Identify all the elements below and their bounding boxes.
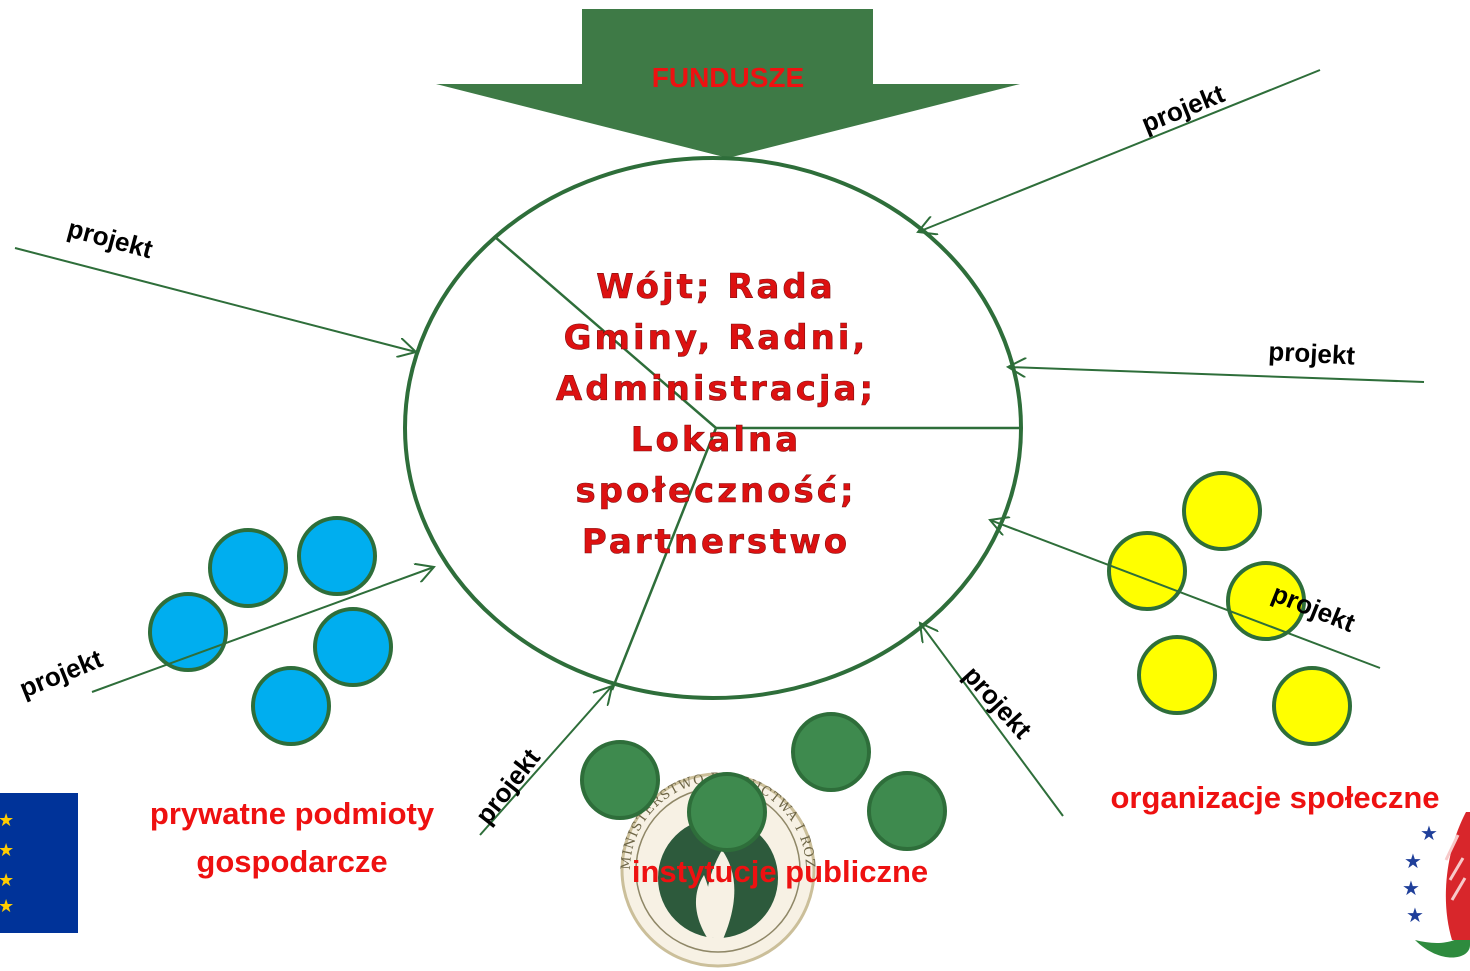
svg-text:★: ★ [1406, 903, 1424, 927]
center-line-6: Partnerstwo [582, 522, 850, 562]
svg-text:★: ★ [0, 840, 14, 861]
center-line-1: Wójt; Rada [596, 267, 835, 307]
project-arrow-left-bottom [91, 567, 434, 693]
project-arrow-bottom-left [479, 686, 612, 836]
private-circle [148, 592, 228, 672]
center-line-2: Gminy, Radni, [564, 318, 869, 358]
social-circle [1137, 635, 1217, 715]
public-institutions-circles [580, 712, 947, 852]
project-label: projekt [1137, 78, 1229, 138]
project-arrow-right-bottom [990, 520, 1381, 669]
public-circle [687, 772, 767, 852]
social-organisations-circles [1107, 471, 1352, 746]
public-label: instytucje publiczne [632, 854, 928, 889]
svg-text:★: ★ [1404, 849, 1422, 873]
svg-text:★: ★ [1402, 876, 1420, 900]
svg-text:★: ★ [0, 870, 14, 891]
center-line-4: Lokalna [631, 420, 801, 460]
social-circle [1182, 471, 1262, 551]
project-label: projekt [64, 213, 156, 265]
private-circle [208, 528, 288, 608]
center-line-5: społeczność; [575, 471, 856, 511]
project-label: projekt [1268, 336, 1356, 371]
public-circle [791, 712, 871, 792]
project-arrow-right-top [918, 69, 1321, 232]
private-label-line-1: prywatne podmioty [150, 796, 435, 831]
svg-text:★: ★ [1420, 821, 1438, 845]
social-circle [1272, 666, 1352, 746]
social-circle [1226, 561, 1306, 641]
eu-flag-icon: ★ ★ ★ ★ [0, 793, 78, 933]
project-arrow-left-top [14, 247, 416, 352]
group-labels: prywatne podmioty gospodarcze instytucje… [150, 780, 1440, 889]
public-circle [867, 771, 947, 851]
svg-text:★: ★ [0, 896, 14, 917]
private-label-line-2: gospodarcze [196, 844, 387, 879]
private-entities-circles [148, 516, 393, 746]
project-label: projekt [15, 643, 107, 703]
center-text: Wójt; Rada Gminy, Radni, Administracja; … [556, 267, 876, 563]
private-circle [251, 666, 331, 746]
center-ellipse [403, 156, 1023, 700]
social-circle [1107, 531, 1187, 611]
project-label: projekt [469, 743, 546, 830]
project-label: projekt [958, 660, 1039, 745]
center-line-3: Administracja; [556, 369, 876, 409]
private-circle [313, 607, 393, 687]
social-label: organizacje społeczne [1110, 780, 1439, 815]
funds-label: FUNDUSZE [652, 62, 804, 93]
funds-arrow: FUNDUSZE [436, 9, 1020, 158]
private-circle [297, 516, 377, 596]
leader-logo-icon: ★ ★ ★ ★ [1402, 812, 1470, 958]
project-arrows [14, 69, 1425, 836]
project-arrow-right-mid [1008, 367, 1425, 383]
project-arrow-bottom-right [920, 623, 1064, 817]
public-circle [580, 740, 660, 820]
svg-text:★: ★ [0, 810, 14, 831]
